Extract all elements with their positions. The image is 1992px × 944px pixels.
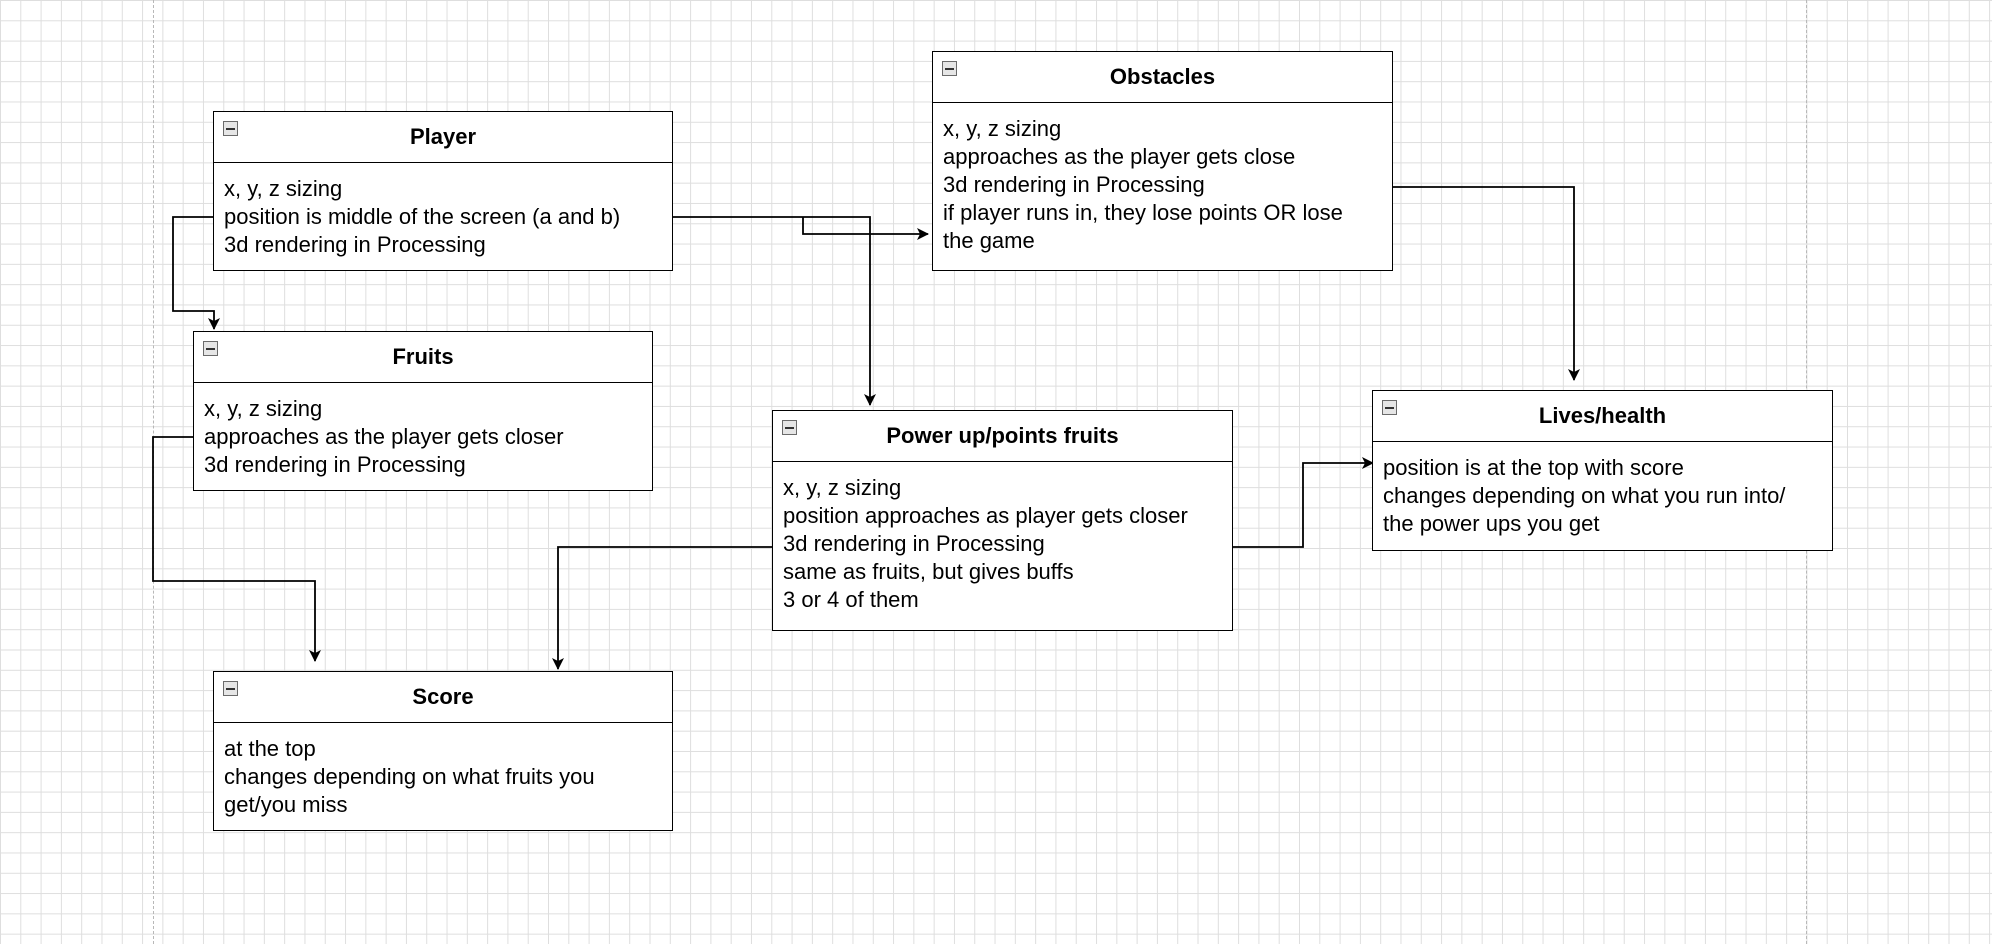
collapse-icon[interactable] <box>203 341 218 356</box>
player-node-header: Player <box>214 112 672 163</box>
edge-powerup-score[interactable] <box>552 546 773 670</box>
obstacles-node-line: 3d rendering in Processing <box>943 172 1205 197</box>
fruits-node-title: Fruits <box>392 344 454 369</box>
edge-powerup-lives[interactable] <box>1233 457 1374 548</box>
collapse-icon[interactable] <box>223 121 238 136</box>
powerup-node-body: x, y, z sizing position approaches as pl… <box>773 462 1232 614</box>
player-node-line: x, y, z sizing <box>224 176 343 201</box>
player-node[interactable]: Player x, y, z sizing position is middle… <box>213 111 673 271</box>
powerup-node-line: 3d rendering in Processing <box>783 531 1045 556</box>
edge-player-fruits[interactable] <box>172 216 220 330</box>
fruits-node-line: approaches as the player gets closer <box>204 424 564 449</box>
fruits-node[interactable]: Fruits x, y, z sizing approaches as the … <box>193 331 653 491</box>
score-node-line: get/you miss <box>224 792 348 817</box>
fruits-node-line: x, y, z sizing <box>204 396 323 421</box>
score-node-title: Score <box>412 684 474 709</box>
obstacles-node-line: if player runs in, they lose points OR l… <box>943 200 1343 225</box>
player-node-line: position is middle of the screen (a and … <box>224 204 621 229</box>
lives-node-line: changes depending on what you run into/ <box>1383 483 1786 508</box>
score-node-body: at the top changes depending on what fru… <box>214 723 672 819</box>
powerup-node-line: x, y, z sizing <box>783 475 902 500</box>
edge-obstacles-lives[interactable] <box>1393 186 1580 381</box>
collapse-icon[interactable] <box>223 681 238 696</box>
score-node-header: Score <box>214 672 672 723</box>
fruits-node-body: x, y, z sizing approaches as the player … <box>194 383 652 479</box>
edge-player-obstacles[interactable] <box>802 217 929 240</box>
obstacles-node[interactable]: Obstacles x, y, z sizing approaches as t… <box>932 51 1393 271</box>
powerup-node-header: Power up/points fruits <box>773 411 1232 462</box>
player-node-title: Player <box>409 124 477 149</box>
collapse-icon[interactable] <box>782 420 797 435</box>
powerup-node-line: 3 or 4 of them <box>783 587 919 612</box>
collapse-icon[interactable] <box>942 61 957 76</box>
score-node-line: at the top <box>224 736 316 761</box>
edge-fruits-score[interactable] <box>152 436 321 662</box>
obstacles-node-header: Obstacles <box>933 52 1392 103</box>
fruits-node-header: Fruits <box>194 332 652 383</box>
powerup-node-line: position approaches as player gets close… <box>783 503 1188 528</box>
obstacles-node-line: approaches as the player gets close <box>943 144 1296 169</box>
score-node[interactable]: Score at the top changes depending on wh… <box>213 671 673 831</box>
edge-player-powerup[interactable] <box>672 216 876 406</box>
powerup-node-title: Power up/points fruits <box>886 423 1119 448</box>
powerup-node[interactable]: Power up/points fruits x, y, z sizing po… <box>772 410 1233 631</box>
lives-node-line: position is at the top with score <box>1383 455 1684 480</box>
player-node-line: 3d rendering in Processing <box>224 232 486 257</box>
obstacles-node-line: x, y, z sizing <box>943 116 1062 141</box>
obstacles-node-line: the game <box>943 228 1035 253</box>
lives-node-body: position is at the top with score change… <box>1373 442 1832 538</box>
fruits-node-line: 3d rendering in Processing <box>204 452 466 477</box>
player-node-body: x, y, z sizing position is middle of the… <box>214 163 672 259</box>
obstacles-node-title: Obstacles <box>1109 64 1216 89</box>
collapse-icon[interactable] <box>1382 400 1397 415</box>
lives-node[interactable]: Lives/health position is at the top with… <box>1372 390 1833 551</box>
lives-node-line: the power ups you get <box>1383 511 1600 536</box>
obstacles-node-body: x, y, z sizing approaches as the player … <box>933 103 1392 255</box>
lives-node-title: Lives/health <box>1538 403 1667 428</box>
lives-node-header: Lives/health <box>1373 391 1832 442</box>
powerup-node-line: same as fruits, but gives buffs <box>783 559 1074 584</box>
score-node-line: changes depending on what fruits you <box>224 764 595 789</box>
